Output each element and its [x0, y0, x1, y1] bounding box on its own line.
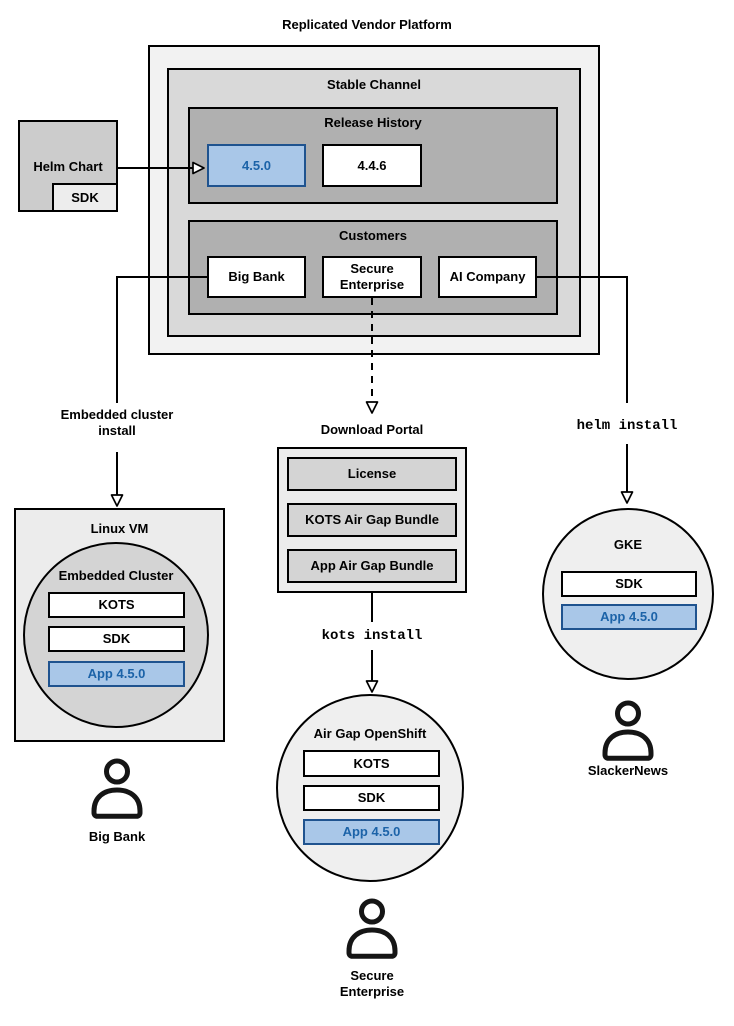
sdk-chip: SDK [561, 571, 697, 597]
kots-chip: KOTS [303, 750, 440, 777]
gke-title: GKE [613, 536, 643, 552]
arrowhead-down-icon [365, 401, 379, 414]
app-version-chip: App 4.5.0 [303, 819, 440, 845]
user-label-big-bank: Big Bank [88, 828, 146, 844]
release-history-title: Release History [324, 114, 422, 130]
arrowhead-down-icon [365, 680, 379, 693]
embedded-cluster-title: Embedded Cluster [58, 567, 174, 583]
embedded-cluster-install-label: Embedded cluster install [60, 406, 174, 438]
app-version-chip: App 4.5.0 [48, 661, 185, 687]
release-version-box: 4.4.6 [322, 144, 422, 187]
app-version-chip: App 4.5.0 [561, 604, 697, 630]
kots-install-label: kots install [321, 628, 423, 645]
customer-box-secure-enterprise: Secure Enterprise [322, 256, 422, 298]
user-icon [602, 700, 654, 761]
linux-vm-title: Linux VM [90, 520, 149, 536]
helm-chart-sdk-chip: SDK [52, 183, 118, 212]
air-gap-openshift-title: Air Gap OpenShift [313, 725, 427, 741]
kots-chip: KOTS [48, 592, 185, 618]
user-label-secure-enterprise: Secure Enterprise [339, 967, 405, 999]
sdk-chip: SDK [303, 785, 440, 811]
arrowhead-down-icon [110, 494, 124, 507]
helm-install-label: helm install [576, 418, 678, 435]
customers-title: Customers [339, 227, 407, 243]
download-portal-title: Download Portal [320, 421, 424, 437]
app-air-gap-bundle-chip: App Air Gap Bundle [287, 549, 457, 583]
stable-channel-title: Stable Channel [327, 76, 421, 92]
arrowhead-down-icon [620, 491, 634, 504]
user-icon [91, 758, 143, 819]
diagram-title: Replicated Vendor Platform [282, 16, 452, 32]
release-version-box: 4.5.0 [207, 144, 306, 187]
sdk-chip: SDK [48, 626, 185, 652]
user-label-slackernews: SlackerNews [587, 762, 669, 778]
customer-box-big-bank: Big Bank [207, 256, 306, 298]
license-chip: License [287, 457, 457, 491]
helm-chart-label: Helm Chart [33, 158, 103, 174]
customer-box-ai-company: AI Company [438, 256, 537, 298]
kots-air-gap-bundle-chip: KOTS Air Gap Bundle [287, 503, 457, 537]
user-icon [346, 898, 398, 959]
